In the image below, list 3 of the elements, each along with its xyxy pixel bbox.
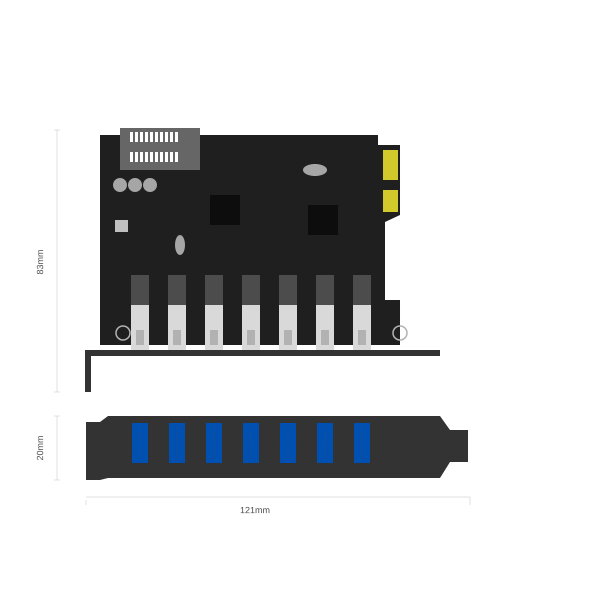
dimension-label: 20mm [36,436,44,460]
dimension-label: 83mm [36,250,44,274]
dimension-label: 121mm [240,506,270,514]
